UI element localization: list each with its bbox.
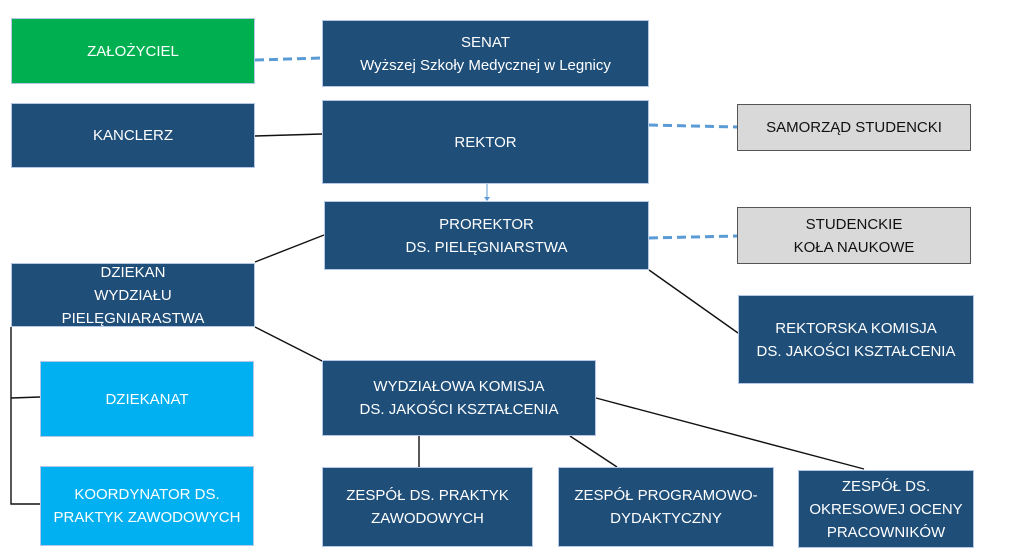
node-dziekan: DZIEKAN WYDZIAŁU PIELĘGNIARASTWA xyxy=(11,263,255,327)
link-kanclerz-rektor xyxy=(254,133,323,137)
link-prorektor-kola xyxy=(648,234,738,240)
node-zespol-praktyk: ZESPÓŁ DS. PRAKTYK ZAWODOWYCH xyxy=(322,467,533,547)
node-wydzialowa-komisja: WYDZIAŁOWA KOMISJA DS. JAKOŚCI KSZTAŁCEN… xyxy=(322,360,596,436)
node-studenckie-kola: STUDENCKIE KOŁA NAUKOWE xyxy=(737,207,971,264)
link-zalozyciel-senat xyxy=(254,56,323,62)
link-dziekan-wydzialowa xyxy=(254,326,325,363)
link-dziekan-units xyxy=(10,327,40,505)
link-dziekan-dziekanat xyxy=(10,396,41,399)
node-senat: SENAT Wyższej Szkoły Medycznej w Legnicy xyxy=(322,20,649,87)
node-zespol-programowy: ZESPÓŁ PROGRAMOWO- DYDAKTYCZNY xyxy=(558,467,774,547)
link-wydzialowa-programowy xyxy=(569,435,618,468)
node-rektor: REKTOR xyxy=(322,100,649,184)
node-koordynator: KOORDYNATOR DS. PRAKTYK ZAWODOWYCH xyxy=(40,466,254,546)
node-rektorska-komisja: REKTORSKA KOMISJA DS. JAKOŚCI KSZTAŁCENI… xyxy=(738,295,974,384)
node-dziekanat: DZIEKANAT xyxy=(40,361,254,437)
node-kanclerz: KANCLERZ xyxy=(11,103,255,168)
arrowhead xyxy=(484,197,490,201)
link-wydzialowa-oceny xyxy=(595,397,865,470)
node-zalozyciel: ZAŁOŻYCIEL xyxy=(11,18,255,84)
node-prorektor: PROREKTOR DS. PIELĘGNIARSTWA xyxy=(324,201,649,270)
link-prorektor-rektorska xyxy=(648,269,739,334)
link-rektor-samorzad xyxy=(648,123,738,129)
node-samorzad-studencki: SAMORZĄD STUDENCKI xyxy=(737,104,971,151)
connector-lines xyxy=(10,56,865,505)
link-prorektor-dziekan xyxy=(254,234,325,263)
node-zespol-oceny: ZESPÓŁ DS. OKRESOWEJ OCENY PRACOWNIKÓW xyxy=(798,470,974,548)
